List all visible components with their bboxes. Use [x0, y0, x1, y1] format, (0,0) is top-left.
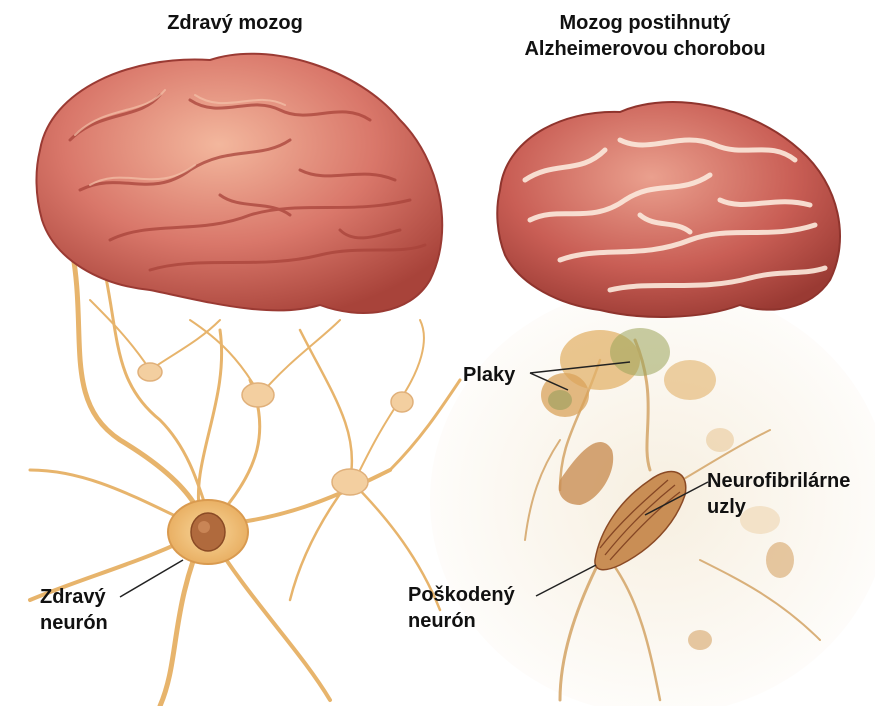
alzheimer-brain	[497, 102, 840, 317]
alzheimer-title-line1: Mozog postihnutý	[495, 10, 795, 36]
tangles-label-line2: uzly	[707, 494, 850, 520]
healthy-neuron-label: Zdravý neurón	[40, 584, 108, 636]
alzheimer-brain-title: Mozog postihnutý Alzheimerovou chorobou	[495, 10, 795, 62]
plaques-label: Plaky	[463, 362, 515, 388]
healthy-brain	[36, 54, 442, 313]
alzheimer-title-line2: Alzheimerovou chorobou	[495, 36, 795, 62]
damaged-neuron-label-line1: Poškodený	[408, 582, 515, 608]
healthy-neuron-cell-body	[168, 500, 248, 564]
tangles-label: Neurofibrilárne uzly	[707, 468, 850, 520]
damaged-neuron-label-line2: neurón	[408, 608, 515, 634]
small-neuron-bodies	[138, 363, 413, 495]
healthy-brain-title: Zdravý mozog	[130, 10, 340, 36]
healthy-neuron-label-line2: neurón	[40, 610, 108, 636]
damaged-neuron-label: Poškodený neurón	[408, 582, 515, 634]
healthy-neuron-label-line1: Zdravý	[40, 584, 108, 610]
tangles-label-line1: Neurofibrilárne	[707, 468, 850, 494]
healthy-neuron-network	[30, 240, 460, 706]
healthy-brain-title-text: Zdravý mozog	[130, 10, 340, 36]
plaques-label-text: Plaky	[463, 362, 515, 388]
